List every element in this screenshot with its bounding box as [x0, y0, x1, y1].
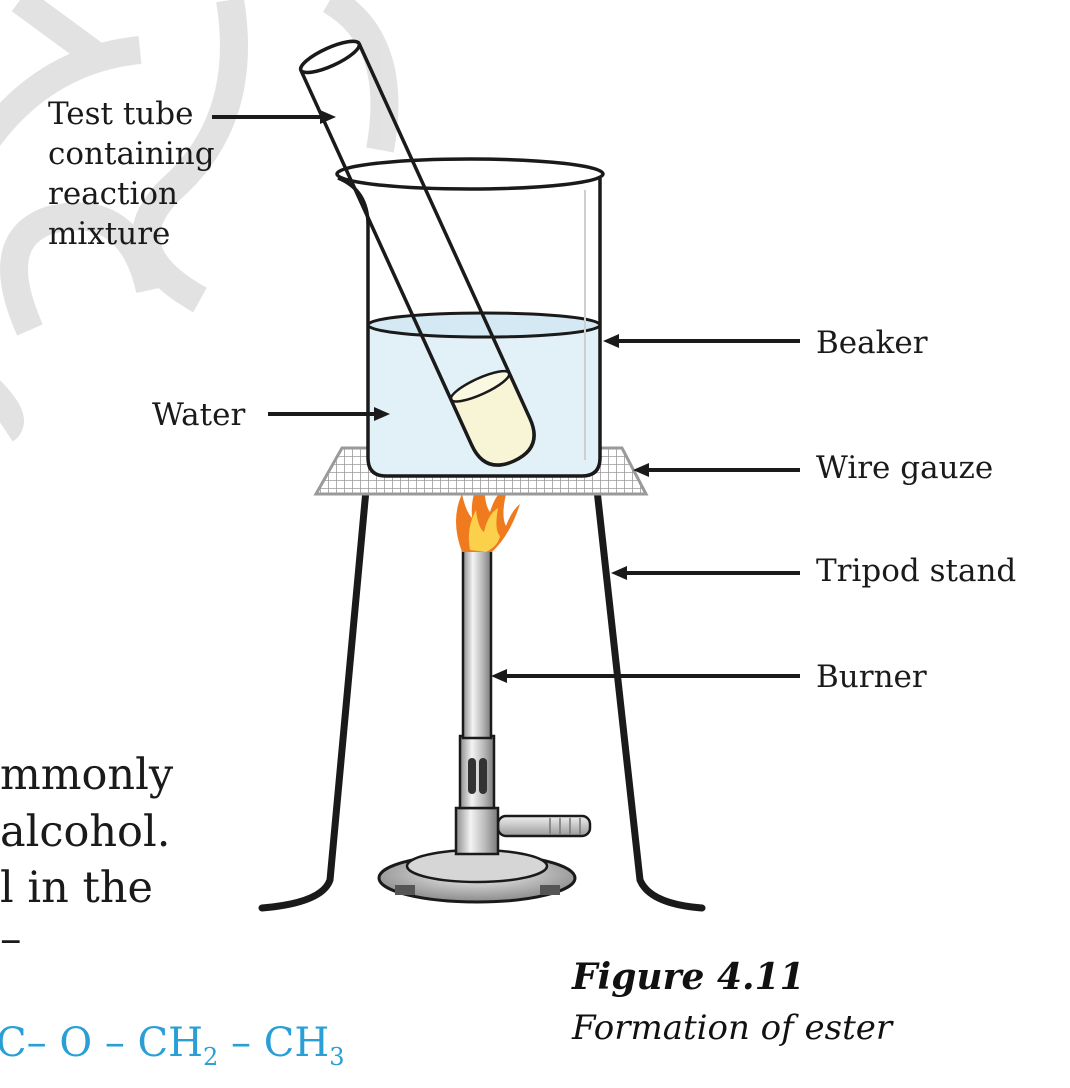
test-tube: [298, 39, 536, 467]
label-test-tube: Test tube containing reaction mixture: [48, 96, 215, 252]
formula-sub-1: 2: [203, 1043, 219, 1071]
body-text-line-3: l in the: [0, 863, 153, 913]
leader-arrows: [212, 110, 800, 683]
ester-formula: C– O – CH2 – CH3: [0, 1020, 345, 1071]
gas-inlet: [496, 814, 592, 838]
tripod-stand: [258, 486, 706, 912]
figure-caption: Formation of ester: [572, 1008, 893, 1048]
watermark: [0, 0, 399, 442]
body-text-line-2: alcohol.: [0, 807, 171, 857]
label-burner: Burner: [816, 659, 927, 695]
figure-number: Figure 4.11: [572, 956, 805, 998]
burner-barrel: [461, 548, 493, 740]
body-text-line-1: mmonly: [0, 750, 174, 800]
formula-part-1: C– O – CH: [0, 1020, 204, 1066]
label-water: Water: [152, 397, 246, 433]
body-text-line-4: –: [0, 914, 22, 964]
label-tripod-stand: Tripod stand: [816, 553, 1017, 589]
label-wire-gauze: Wire gauze: [816, 450, 994, 486]
flame: [456, 478, 520, 552]
formula-sub-2: 3: [329, 1043, 345, 1071]
label-beaker: Beaker: [816, 325, 928, 361]
formula-part-2: – CH: [218, 1020, 330, 1066]
burner: [377, 548, 592, 904]
